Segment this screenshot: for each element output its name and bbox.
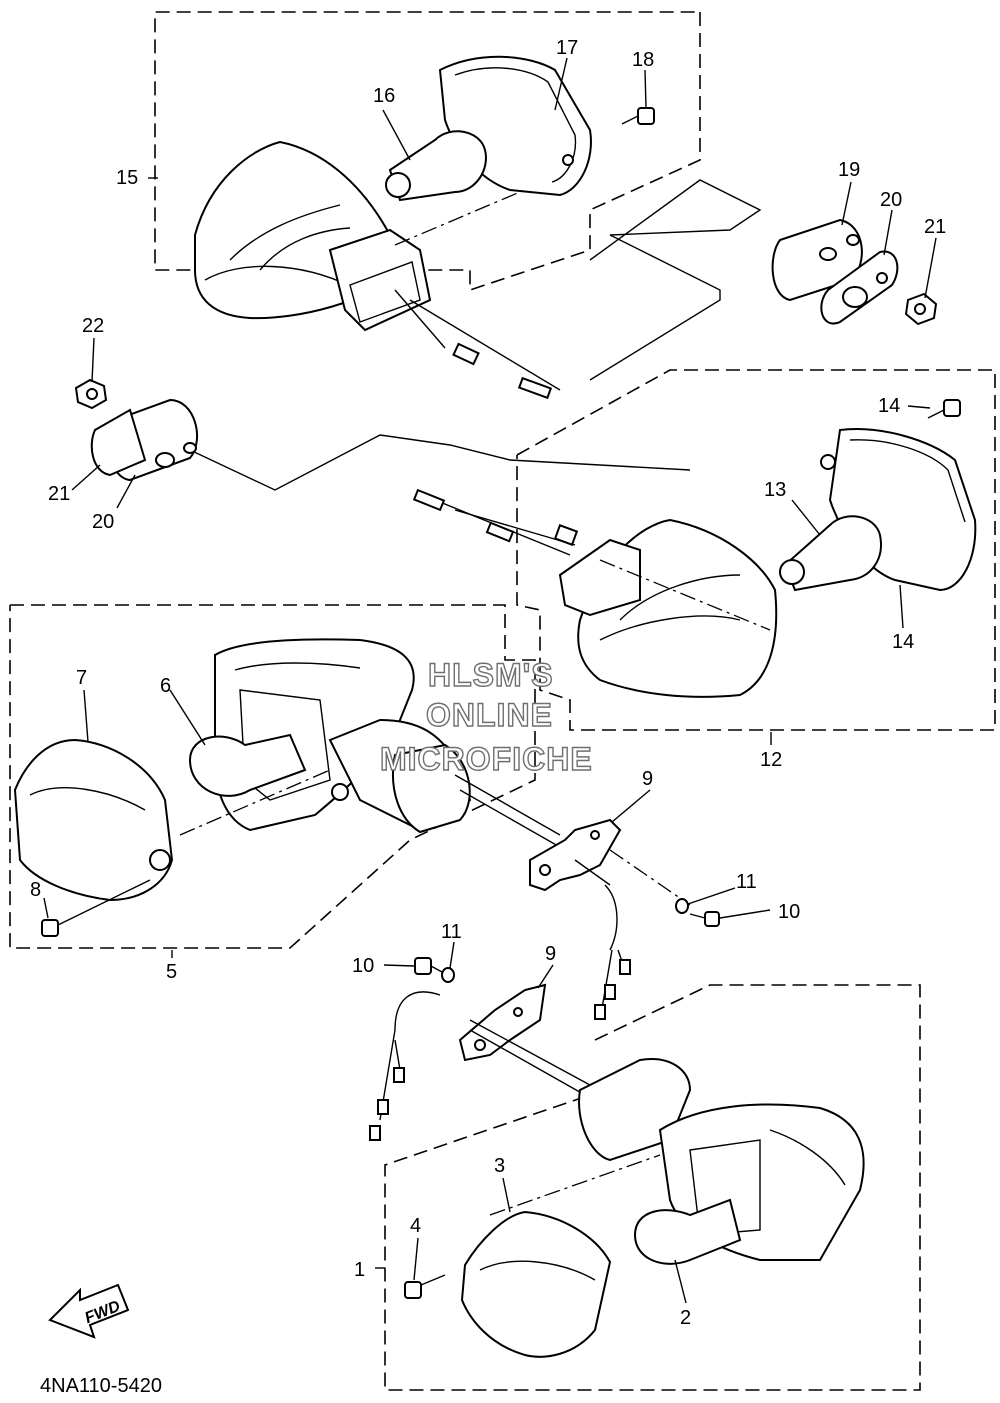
assembly-12-housing bbox=[412, 488, 778, 698]
bulb-2 bbox=[633, 1198, 742, 1265]
bulb-13 bbox=[779, 515, 882, 592]
assembly-1-box bbox=[384, 984, 921, 1391]
watermark: HLSM'S ONLINE MICROFICHE bbox=[379, 656, 593, 777]
screw-19 bbox=[621, 107, 655, 125]
plate-9-upper bbox=[529, 818, 691, 1021]
screw-4 bbox=[404, 1274, 446, 1299]
watermark-line3: MICROFICHE bbox=[380, 741, 593, 777]
bracket-20-left bbox=[90, 398, 691, 491]
assembly-16-housing bbox=[194, 140, 561, 400]
assembly-5-box bbox=[9, 604, 536, 949]
callout-22-upper: 21 bbox=[924, 216, 946, 238]
callout-labels: 15 16 17 18 19 20 21 22 21 20 14 13 14 1… bbox=[30, 37, 946, 1329]
plate-9-lower bbox=[369, 983, 591, 1141]
bracket-20-upper bbox=[589, 179, 899, 381]
callout-17: 16 bbox=[373, 85, 395, 107]
screw-15 bbox=[927, 399, 961, 419]
screw-8 bbox=[41, 879, 151, 937]
bulb-6 bbox=[188, 733, 307, 797]
assembly-5-lens bbox=[13, 738, 174, 902]
diagram-code: 4NA110-5420 bbox=[40, 1375, 162, 1397]
callout-14: 14 bbox=[892, 631, 914, 653]
callout-7: 7 bbox=[76, 667, 87, 689]
callout-20-upper: 19 bbox=[838, 159, 860, 181]
nut-22-upper bbox=[904, 292, 938, 326]
callout-21-upper: 20 bbox=[880, 189, 902, 211]
nut-22-left bbox=[74, 378, 108, 410]
washer-11-upper bbox=[675, 898, 689, 914]
callout-10-lower: 10 bbox=[352, 955, 374, 977]
callout-3: 3 bbox=[494, 1155, 505, 1177]
screw-10-lower bbox=[414, 957, 443, 975]
callout-19: 18 bbox=[632, 49, 654, 71]
callout-9-lower: 9 bbox=[545, 943, 556, 965]
bulb-17 bbox=[385, 130, 487, 202]
callout-10-upper: 10 bbox=[778, 901, 800, 923]
screw-10-upper bbox=[689, 911, 720, 927]
callout-13: 13 bbox=[764, 479, 786, 501]
watermark-line1: HLSM'S bbox=[428, 657, 554, 693]
callout-11-lower: 11 bbox=[441, 921, 462, 943]
callout-8: 8 bbox=[30, 879, 41, 901]
fwd-arrow-icon: FWD bbox=[48, 1283, 130, 1339]
assembly-12-box bbox=[516, 369, 996, 731]
callout-6: 6 bbox=[160, 675, 171, 697]
assembly-1-lens bbox=[460, 1210, 612, 1358]
callout-20-left: 20 bbox=[92, 511, 114, 533]
callout-2: 2 bbox=[680, 1307, 691, 1329]
callout-11-upper: 11 bbox=[736, 871, 757, 893]
callout-4: 4 bbox=[410, 1215, 421, 1237]
callout-15: 14 bbox=[878, 395, 900, 417]
callout-9-upper: 9 bbox=[642, 768, 653, 790]
callout-21-left: 21 bbox=[48, 483, 70, 505]
callout-12: 12 bbox=[760, 749, 782, 771]
callout-1: 1 bbox=[354, 1259, 365, 1281]
leader-lines bbox=[43, 57, 937, 1304]
callout-5: 5 bbox=[166, 961, 177, 983]
callout-22-left: 22 bbox=[82, 315, 104, 337]
callout-16: 15 bbox=[116, 167, 138, 189]
callout-18: 17 bbox=[556, 37, 578, 59]
watermark-line2: ONLINE bbox=[426, 697, 553, 733]
washer-11-lower bbox=[441, 967, 455, 983]
